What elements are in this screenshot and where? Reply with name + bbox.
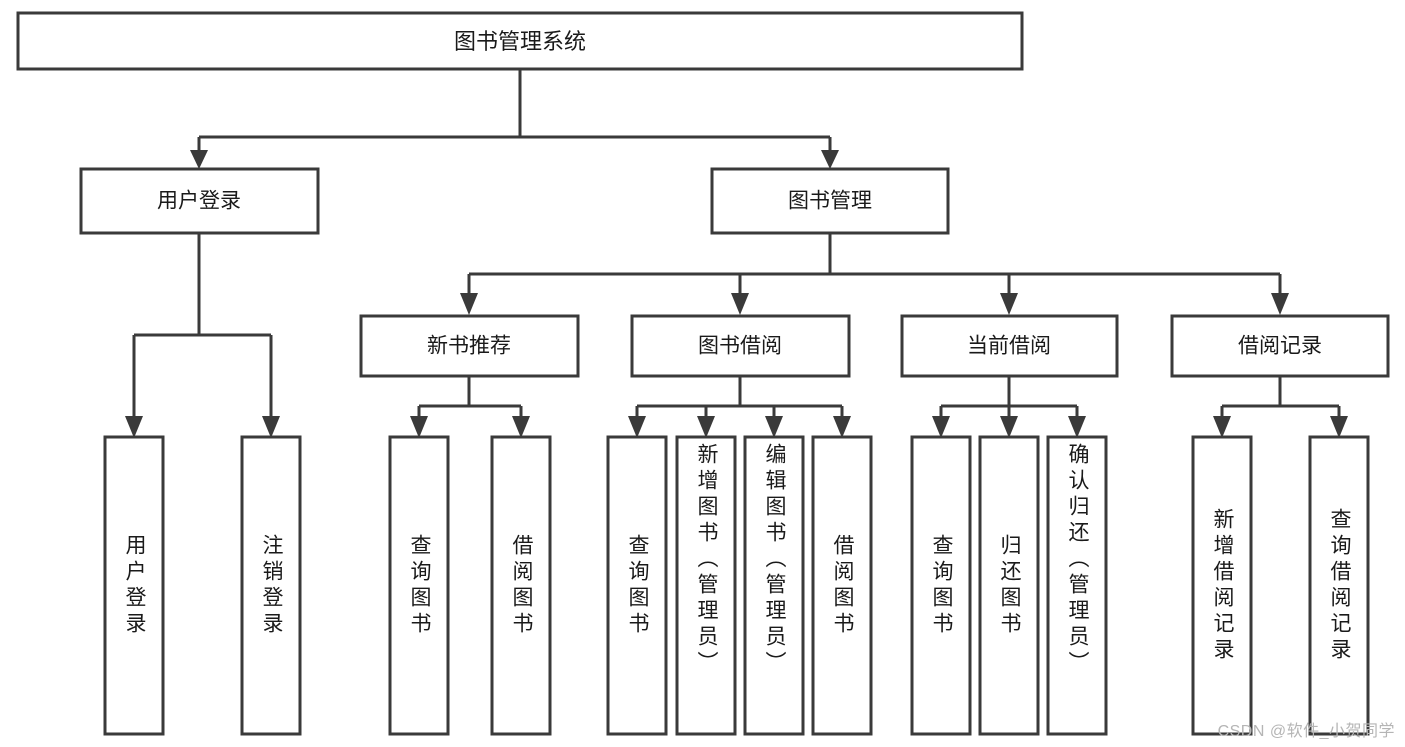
node-borrow-record-box[interactable] — [1170, 314, 1390, 378]
arrow-user-login-leaf-1 — [125, 416, 143, 438]
leaf-borrow-record-2[interactable] — [1308, 435, 1370, 736]
leaf-book-borrow-1-box[interactable] — [606, 435, 668, 736]
arrow-cb-leaf-1 — [932, 416, 950, 438]
arrow-bb-leaf-2 — [697, 416, 715, 438]
arrow-bm-to-book-borrow — [731, 293, 749, 315]
leaf-new-book-1[interactable] — [388, 435, 450, 736]
leaf-new-book-1-box[interactable] — [388, 435, 450, 736]
node-current-borrow[interactable]: 当前借阅 — [900, 314, 1119, 378]
node-new-book-recommend[interactable]: 新书推荐 — [359, 314, 580, 378]
leaf-current-borrow-1-box[interactable] — [910, 435, 972, 736]
arrow-user-login-leaf-2 — [262, 416, 280, 438]
node-current-borrow-box[interactable] — [900, 314, 1119, 378]
arrow-bm-to-current-borrow — [1000, 293, 1018, 315]
leaf-book-borrow-4[interactable] — [811, 435, 873, 736]
node-new-book-recommend-box[interactable] — [359, 314, 580, 378]
leaf-user-login-1-box[interactable] — [103, 435, 165, 736]
node-root-label: 图书管理系统 — [454, 29, 586, 54]
leaf-book-borrow-2[interactable] — [675, 435, 737, 736]
arrow-bb-leaf-1 — [628, 416, 646, 438]
node-book-management[interactable]: 图书管理 — [710, 167, 950, 235]
leaf-borrow-record-2-box[interactable] — [1308, 435, 1370, 736]
arrow-root-to-book-mgmt — [821, 150, 839, 169]
node-book-management-label: 图书管理 — [788, 190, 872, 213]
arrow-cb-leaf-3 — [1068, 416, 1086, 438]
node-user-login[interactable]: 用户登录 — [79, 167, 320, 235]
arrow-br-leaf-1 — [1213, 416, 1231, 438]
leaf-current-borrow-1[interactable] — [910, 435, 972, 736]
node-book-borrow[interactable]: 图书借阅 — [630, 314, 851, 378]
node-borrow-record[interactable]: 借阅记录 — [1170, 314, 1390, 378]
arrow-root-to-user-login — [190, 150, 208, 169]
leaf-user-login-1[interactable] — [103, 435, 165, 736]
arrow-bm-to-new-book — [460, 293, 478, 315]
node-new-book-recommend-label: 新书推荐 — [427, 335, 511, 358]
leaf-book-borrow-2-box[interactable] — [675, 435, 737, 736]
leaf-current-borrow-3-box[interactable] — [1046, 435, 1108, 736]
connector-layer — [125, 69, 1348, 438]
leaf-book-borrow-1[interactable] — [606, 435, 668, 736]
leaf-user-login-2-box[interactable] — [240, 435, 302, 736]
leaf-current-borrow-2[interactable] — [978, 435, 1040, 736]
arrow-nb-leaf-2 — [512, 416, 530, 438]
leaf-user-login-2[interactable] — [240, 435, 302, 736]
node-current-borrow-label: 当前借阅 — [967, 335, 1051, 358]
leaf-book-borrow-3[interactable] — [743, 435, 805, 736]
leaf-borrow-record-1[interactable] — [1191, 435, 1253, 736]
leaf-borrow-record-1-box[interactable] — [1191, 435, 1253, 736]
arrow-nb-leaf-1 — [410, 416, 428, 438]
leaf-current-borrow-2-box[interactable] — [978, 435, 1040, 736]
node-root-box[interactable] — [16, 11, 1024, 71]
arrow-bb-leaf-4 — [833, 416, 851, 438]
arrow-br-leaf-2 — [1330, 416, 1348, 438]
arrow-bb-leaf-3 — [765, 416, 783, 438]
arrow-bm-to-borrow-record — [1271, 293, 1289, 315]
leaf-book-borrow-4-box[interactable] — [811, 435, 873, 736]
node-borrow-record-label: 借阅记录 — [1238, 335, 1322, 358]
arrow-cb-leaf-2 — [1000, 416, 1018, 438]
node-book-borrow-label: 图书借阅 — [698, 335, 782, 358]
node-user-login-label: 用户登录 — [157, 190, 241, 213]
node-root[interactable]: 图书管理系统 — [16, 11, 1024, 71]
leaf-new-book-2-box[interactable] — [490, 435, 552, 736]
node-book-management-box[interactable] — [710, 167, 950, 235]
leaf-new-book-2[interactable] — [490, 435, 552, 736]
node-user-login-box[interactable] — [79, 167, 320, 235]
leaf-current-borrow-3[interactable] — [1046, 435, 1108, 736]
leaf-book-borrow-3-box[interactable] — [743, 435, 805, 736]
node-book-borrow-box[interactable] — [630, 314, 851, 378]
